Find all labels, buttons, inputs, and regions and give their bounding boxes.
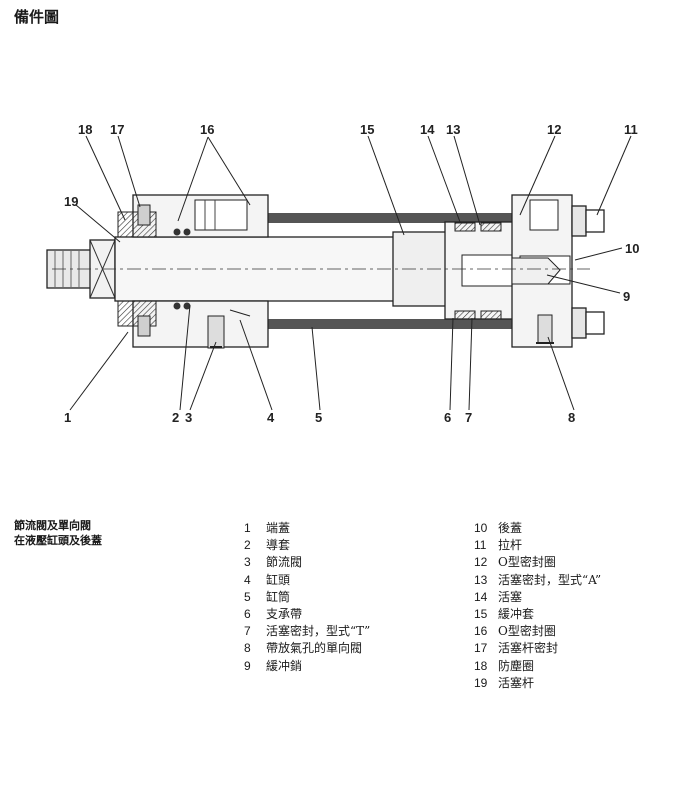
legend-number: 12	[474, 555, 488, 570]
legend-label: 活塞	[498, 589, 523, 604]
callout-numbers: 1 2 3 4 5 6 7 8 9 10 11 12 13 14 15 16 1…	[64, 122, 639, 425]
callout-1: 1	[64, 410, 71, 425]
legend-label: 活塞密封，型式“T”	[266, 624, 371, 639]
front-head	[117, 194, 269, 349]
legend-label: 帶放氣孔的單向閥	[266, 641, 363, 656]
legend-number: 1	[244, 521, 251, 535]
legend-label: 導套	[266, 538, 291, 553]
callout-6: 6	[444, 410, 451, 425]
legend-item: 1 端蓋	[244, 519, 370, 536]
legend-item: 4 缸頭	[244, 571, 370, 588]
legend-number: 6	[244, 606, 251, 621]
legend-label: 緩冲套	[498, 606, 535, 621]
callout-3: 3	[185, 410, 192, 425]
legend-item: 3 節流閥	[244, 553, 370, 570]
callout-14: 14	[420, 122, 435, 137]
legend-label: 拉杆	[498, 538, 523, 553]
legend-label: 節流閥	[266, 555, 303, 570]
legend-label: 後蓋	[498, 521, 523, 535]
legend-item: 8 帶放氣孔的單向閥	[244, 639, 370, 656]
legend-label: 缸頭	[266, 572, 291, 587]
legend-label: 活塞杆	[498, 675, 535, 690]
throttle-check-valve-note: 節流閥及單向閥 在液壓缸頭及後蓋	[14, 518, 102, 548]
note-line-2: 在液壓缸頭及後蓋	[14, 534, 102, 547]
cylinder-cross-section-diagram: 1 2 3 4 5 6 7 8 9 10 11 12 13 14 15 16 1…	[46, 122, 639, 425]
legend-number: 19	[474, 675, 488, 690]
legend-item: 19 活塞杆	[474, 674, 601, 691]
callout-18: 18	[78, 122, 92, 137]
callout-16: 16	[200, 122, 214, 137]
legend-item: 10 後蓋	[474, 519, 601, 536]
note-line-1: 節流閥及單向閥	[14, 519, 91, 532]
page-title: 備件圖	[14, 8, 60, 26]
cylinder-tube-bottom	[262, 319, 517, 329]
legend-item: 11 拉杆	[474, 536, 601, 553]
legend-label: 活塞杆密封	[498, 641, 559, 656]
cylinder-tube-top	[262, 213, 517, 223]
legend-item: 7 活塞密封，型式“T”	[244, 622, 370, 639]
legend-label: 缸筒	[266, 589, 291, 604]
callout-2: 2	[172, 410, 179, 425]
callout-17: 17	[110, 122, 124, 137]
tie-rod-nuts	[571, 205, 605, 339]
legend-label: 防塵圈	[498, 658, 535, 673]
legend-label: 活塞密封，型式“A”	[498, 572, 602, 587]
rear-cap	[511, 194, 573, 348]
legend-number: 17	[474, 641, 488, 656]
legend-number: 2	[244, 538, 251, 553]
leader-lines	[69, 135, 632, 411]
callout-4: 4	[267, 410, 275, 425]
legend-number: 10	[474, 521, 488, 535]
callout-15: 15	[360, 122, 374, 137]
legend-item: 2 導套	[244, 536, 370, 553]
piston	[444, 221, 518, 320]
legend-number: 7	[244, 624, 251, 639]
callout-19: 19	[64, 194, 78, 209]
legend-number: 13	[474, 572, 488, 587]
legend-label: 端蓋	[266, 521, 291, 535]
legend-number: 8	[244, 641, 251, 656]
legend-item: 9 緩冲銷	[244, 657, 370, 674]
callout-5: 5	[315, 410, 322, 425]
legend-number: 18	[474, 658, 488, 673]
callout-12: 12	[547, 122, 561, 137]
legend-item: 12 O型密封圈	[474, 553, 601, 570]
legend-number: 4	[244, 572, 251, 587]
legend-item: 15 緩冲套	[474, 605, 601, 622]
callout-13: 13	[446, 122, 460, 137]
callout-10: 10	[625, 241, 639, 256]
callout-7: 7	[465, 410, 472, 425]
callout-9: 9	[623, 289, 630, 304]
legend-label: O型密封圈	[498, 555, 556, 570]
legend-label: 緩冲銷	[266, 658, 303, 673]
legend-number: 9	[244, 658, 251, 673]
legend-item: 6 支承帶	[244, 605, 370, 622]
legend-number: 3	[244, 555, 251, 570]
callout-11: 11	[624, 122, 638, 137]
legend-number: 14	[474, 589, 488, 604]
legend-item: 16 O型密封圈	[474, 622, 601, 639]
legend-item: 13 活塞密封，型式“A”	[474, 571, 601, 588]
legend-number: 11	[474, 538, 487, 553]
legend-item: 14 活塞	[474, 588, 601, 605]
legend-item: 18 防塵圈	[474, 657, 601, 674]
legend-item: 5 缸筒	[244, 588, 370, 605]
legend-item: 17 活塞杆密封	[474, 639, 601, 656]
legend-label: O型密封圈	[498, 624, 556, 639]
callout-8: 8	[568, 410, 575, 425]
legend-label: 支承帶	[266, 606, 303, 621]
legend-number: 5	[244, 589, 251, 604]
legend-number: 15	[474, 606, 488, 621]
legend-number: 16	[474, 624, 488, 639]
